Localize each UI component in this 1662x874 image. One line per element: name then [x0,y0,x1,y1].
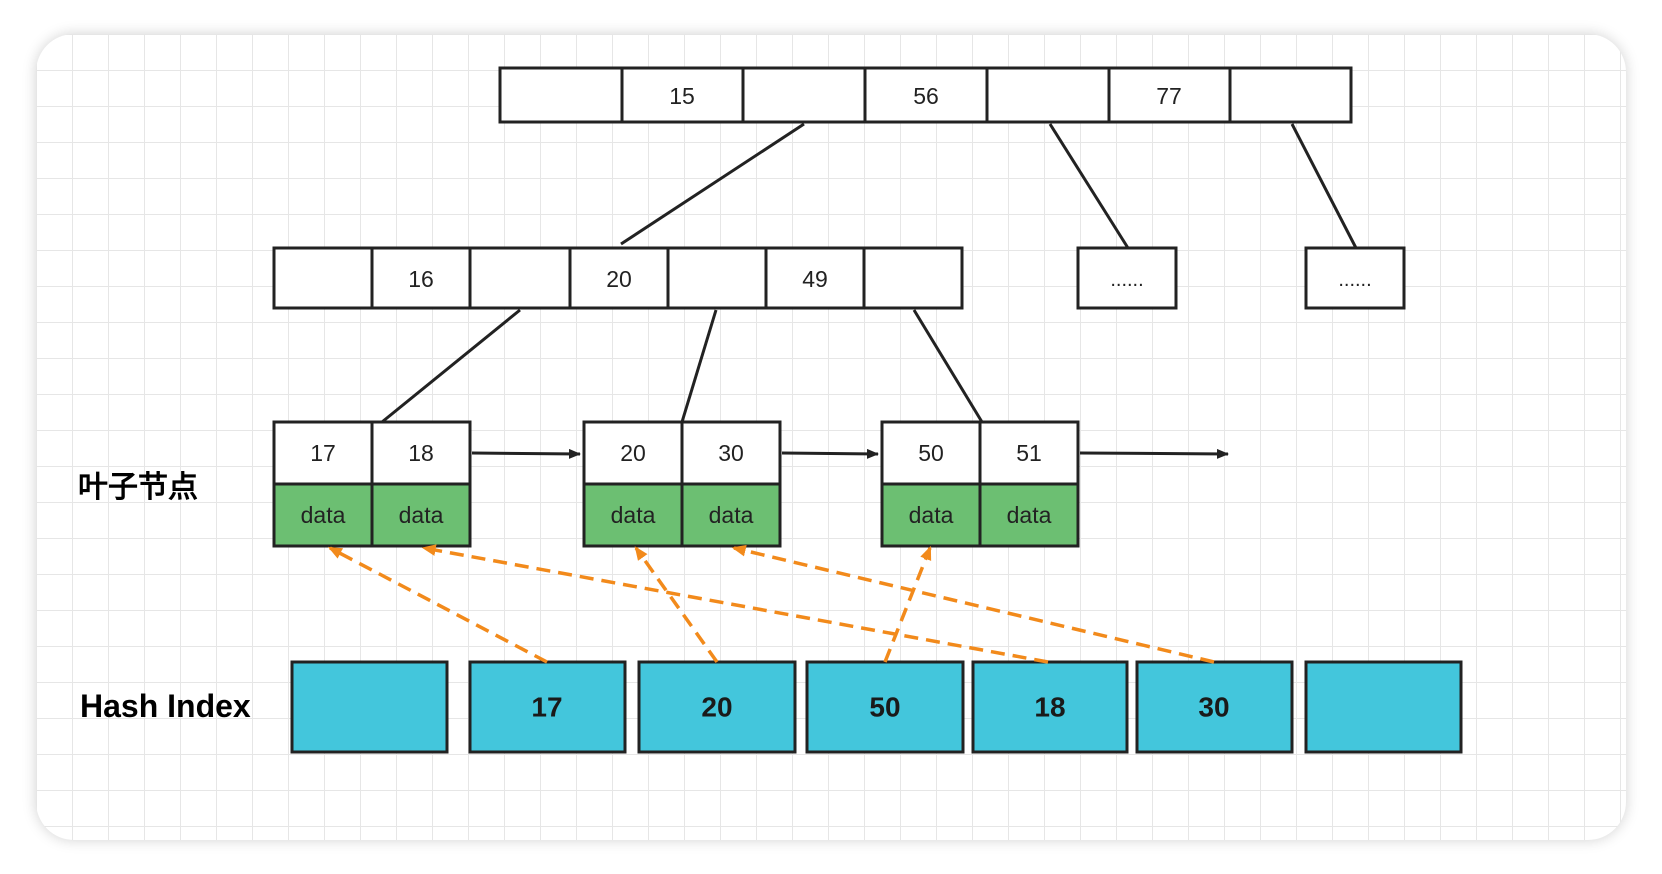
leaf-key-cell [370,420,472,486]
root-pointer-cell [985,66,1111,124]
leaf-data-label: data [909,502,954,528]
hash-bucket-label: 30 [1198,692,1229,723]
leaf-next-arrow [1079,448,1229,459]
leaf-data-label: data [611,502,656,528]
leaf-next-arrow [471,448,581,459]
leaf-key-cell [582,420,684,486]
edge-internal-to-leaf-1 [381,308,521,424]
leaf-key-label: 17 [310,440,336,466]
ellipsis-node [1076,246,1178,310]
edge-root-to-internal [620,122,805,246]
root-key-label: 77 [1156,83,1182,109]
ellipsis-label: ...... [1338,269,1371,291]
leaf-data-cell [370,482,472,548]
hash-pointer-arrows [327,544,1215,664]
edge-internal-to-leaf-2 [680,309,718,423]
hash-bucket-label: 20 [701,692,732,723]
leaf-key-cell [880,420,982,486]
leaf-key-cell [680,420,782,486]
hash-bucket [971,660,1129,754]
leaf-node [272,420,472,548]
internal-pointer-cell [272,246,374,310]
internal-key-cell [568,246,670,310]
leaf-node [880,420,1080,548]
leaf-nodes: 17 18 20 30 50 51 data data data data da… [272,420,1080,548]
internal-key-label: 49 [802,266,828,292]
leaf-key-label: 18 [408,440,434,466]
leaf-key-label: 20 [620,440,646,466]
leaf-data-label: data [1007,502,1052,528]
leaf-link-arrows [471,448,1229,459]
root-pointer-cell [741,66,867,124]
hash-bucket-label: 50 [869,692,900,723]
leaf-level-label: 叶子节点 [78,470,198,505]
leaf-node [582,420,782,548]
leaf-data-cell [978,482,1080,548]
hash-bucket [637,660,797,754]
hash-index: 17 20 50 18 30 [290,660,1463,754]
leaf-next-arrow [781,448,879,459]
leaf-key-label: 30 [718,440,744,466]
leaf-data-label: data [709,502,754,528]
edge-root-to-ellipsis-2 [1290,123,1358,249]
hash-pointer-arrow [327,546,548,664]
leaf-data-label: data [399,502,444,528]
diagram-canvas: 15 56 77 16 20 49 ...... [36,34,1626,840]
hash-pointer-arrow [883,545,932,663]
internal-pointer-cell [468,246,572,310]
root-key-label: 15 [669,83,695,109]
hash-pointer-arrow [421,544,1049,664]
b-plus-tree-hash-index-diagram: 15 56 77 16 20 49 ...... [272,66,1463,754]
ellipsis-node [1304,246,1406,310]
internal-key-cell [370,246,472,310]
leaf-key-cell [978,420,1080,486]
ellipsis-label: ...... [1110,269,1143,291]
root-key-label: 56 [913,83,939,109]
hash-index-label: Hash Index [80,688,251,724]
tree-edges [381,122,1358,424]
internal-node: 16 20 49 [272,246,964,310]
edge-root-to-ellipsis-1 [1048,123,1130,249]
root-pointer-cell [498,66,624,124]
leaf-key-label: 51 [1016,440,1042,466]
internal-pointer-cell [666,246,768,310]
edge-internal-to-leaf-3 [912,309,984,423]
leaf-data-cell [680,482,782,548]
root-pointer-cell [1228,66,1353,124]
internal-key-cell [764,246,866,310]
hash-pointer-arrow [634,546,719,664]
ellipsis-nodes: ...... ...... [1076,246,1406,310]
leaf-data-label: data [301,502,346,528]
hash-bucket [468,660,627,754]
internal-pointer-cell [862,246,964,310]
root-key-cell [620,66,745,124]
internal-key-label: 20 [606,266,632,292]
hash-bucket [290,660,449,754]
hash-bucket-label: 18 [1034,692,1065,723]
hash-bucket [1135,660,1294,754]
internal-key-label: 16 [408,266,434,292]
hash-bucket [1304,660,1463,754]
root-node: 15 56 77 [498,66,1353,124]
leaf-data-cell [272,482,374,548]
hash-bucket-label: 17 [531,692,562,723]
leaf-key-label: 50 [918,440,944,466]
hash-pointer-arrow [731,545,1215,664]
